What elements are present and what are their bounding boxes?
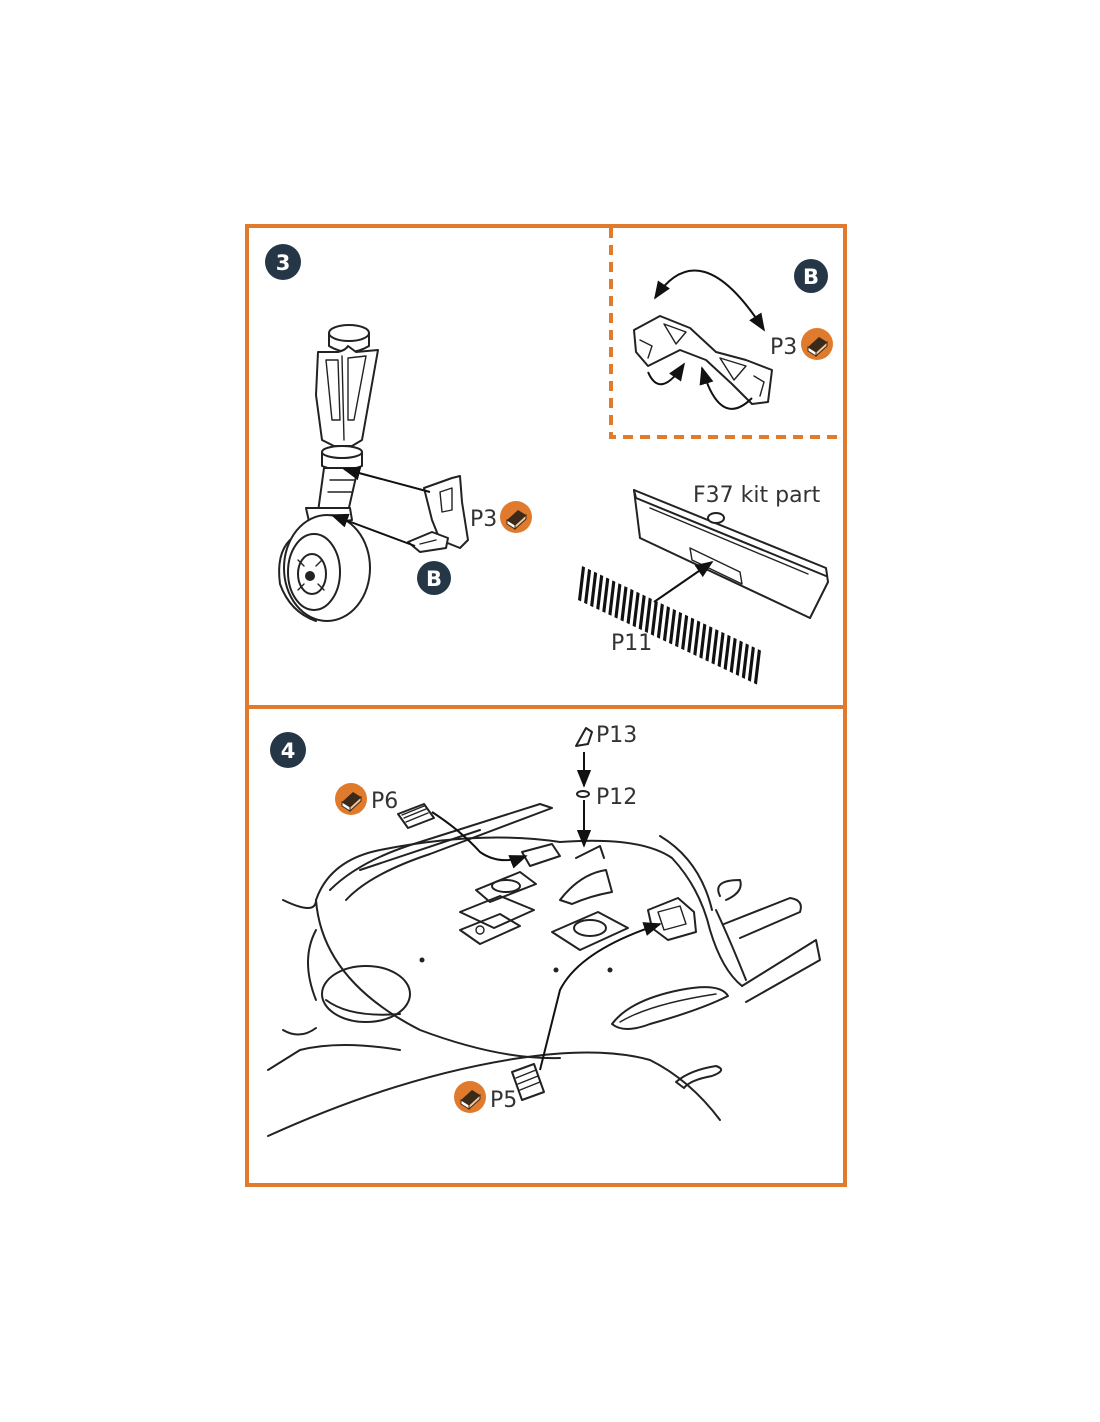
p11-stripe: [602, 577, 610, 613]
label-p5: P5: [490, 1088, 517, 1113]
p11-stripe: [699, 623, 707, 659]
label-p6: P6: [371, 789, 398, 814]
p11-stripe: [650, 600, 658, 636]
callout-b-letter: B: [426, 567, 442, 591]
part-p13: [575, 727, 593, 747]
step-4-number: 4: [281, 739, 296, 763]
p11-stripe: [753, 649, 761, 685]
torque-link-folding-detail: [633, 269, 773, 410]
p11-stripe: [656, 603, 664, 639]
step-3-badge: 3: [265, 244, 301, 280]
photo-etch-part-icon: [499, 500, 533, 534]
p11-stripe: [614, 583, 622, 619]
p11-stripe: [735, 640, 743, 676]
photo-etch-part-icon: [334, 782, 368, 816]
p11-stripe: [675, 611, 683, 648]
arrow-p11: [653, 560, 714, 603]
p11-stripe: [632, 591, 640, 628]
detail-b-badge: B: [794, 259, 828, 293]
label-p3-detail: P3: [770, 335, 797, 360]
arrow-p6: [431, 811, 528, 869]
p11-stripe: [741, 643, 749, 679]
part-p5-pedal: [511, 1063, 545, 1101]
arrow-p3-lower: [330, 513, 416, 547]
landing-gear-leg: [278, 324, 379, 622]
step-3-number: 3: [276, 251, 291, 275]
step-4-badge: 4: [270, 732, 306, 768]
p11-stripe: [681, 614, 689, 651]
part-p6-pedal: [397, 803, 435, 829]
photo-etch-part-icon: [800, 327, 834, 361]
part-p12: [576, 790, 590, 798]
p11-stripe: [620, 586, 628, 622]
p11-stripe: [584, 568, 592, 605]
fuselage-underside: [267, 803, 821, 1137]
p11-stripe: [578, 566, 586, 602]
label-p12: P12: [596, 785, 637, 810]
p11-stripe: [669, 609, 677, 645]
arrow-p3-upper: [342, 466, 431, 493]
p11-stripe: [693, 620, 701, 656]
label-f37-kit-part: F37 kit part: [693, 483, 821, 508]
label-p3-main: P3: [470, 507, 497, 532]
p11-stripe: [687, 617, 695, 654]
p11-stripe: [717, 631, 725, 668]
step-4-frame: [245, 705, 847, 1187]
p11-stripe: [729, 637, 737, 674]
detail-b-letter: B: [803, 265, 819, 289]
p11-stripe: [590, 571, 598, 608]
p11-stripe: [662, 606, 670, 642]
p11-stripe: [705, 626, 713, 662]
p11-stripe: [596, 574, 604, 611]
cable-line: [659, 835, 713, 911]
photo-etch-part-icon: [453, 1080, 487, 1114]
detail-b-dashed-frame: [609, 228, 843, 439]
p11-stripe: [626, 588, 634, 625]
label-p11: P11: [611, 631, 652, 656]
torque-link-p3: [407, 475, 469, 553]
label-p13: P13: [596, 723, 637, 748]
p11-stripe: [747, 646, 755, 682]
arrow-p5: [539, 922, 662, 1071]
p11-stripe-decal: [578, 566, 761, 685]
p11-stripe: [723, 634, 731, 671]
f37-kit-part: [633, 489, 829, 619]
p11-stripe: [711, 629, 719, 665]
callout-b-badge: B: [417, 561, 451, 595]
p11-stripe: [638, 594, 646, 631]
p11-stripe: [608, 580, 616, 616]
p11-stripe: [644, 597, 652, 633]
